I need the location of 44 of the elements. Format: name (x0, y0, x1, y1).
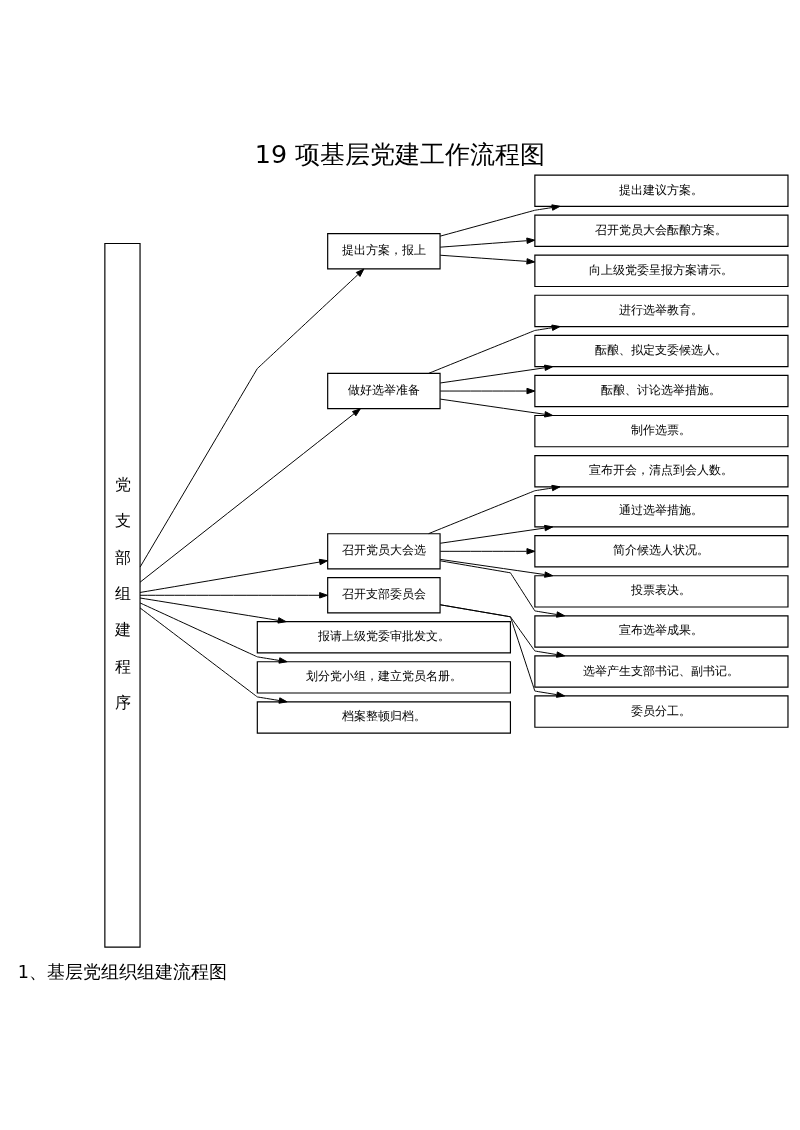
node-box: 召开党员大会选 (327, 533, 441, 570)
node-box: 宣布开会，清点到会人数。 (534, 454, 789, 488)
arrow (439, 524, 554, 544)
node-box: 进行选举教育。 (534, 294, 789, 328)
node-box: 酝酿、拟定支委候选人。 (534, 334, 789, 368)
node-box: 选举产生支部书记、副书记。 (534, 655, 789, 688)
node-box: 召开党员大会酝酿方案。 (534, 214, 789, 247)
arrow (439, 558, 554, 578)
node-box: 党支部组建程序 (104, 242, 141, 948)
node-box: 划分党小组，建立党员名册。 (256, 661, 511, 694)
node-box: 委员分工。 (534, 695, 789, 728)
node-box: 提出建议方案。 (534, 174, 789, 207)
arrow (428, 484, 561, 535)
node-box: 投票表决。 (534, 575, 789, 608)
node-box: 简介候选人状况。 (534, 535, 789, 568)
node-box: 提出方案，报上 (327, 233, 441, 270)
arrow (139, 597, 287, 624)
label: 1、基层党组织组建流程图 (17, 961, 228, 982)
node-box: 报请上级党委审批发文。 (256, 621, 511, 654)
arrow (139, 607, 288, 704)
node-box: 档案整顿归档。 (256, 701, 511, 734)
arrow (139, 268, 365, 568)
arrow (139, 558, 328, 593)
node-box: 制作选票。 (534, 414, 789, 448)
node-box: 酝酿、讨论选举措施。 (534, 374, 789, 408)
arrow (139, 602, 288, 664)
arrow (139, 592, 328, 599)
arrow (439, 364, 554, 384)
diagram-title: 19 项基层党建工作流程图 (254, 139, 546, 170)
arrow (439, 204, 561, 237)
arrow (139, 408, 361, 583)
arrow (439, 387, 536, 395)
arrow (439, 604, 566, 698)
node-box: 宣布选举成果。 (534, 615, 789, 648)
node-box: 通过选举措施。 (534, 495, 789, 528)
arrow (428, 324, 561, 374)
arrow (439, 548, 536, 555)
arrow (439, 560, 566, 618)
arrow (439, 398, 554, 418)
node-box: 向上级党委呈报方案请示。 (534, 254, 789, 288)
arrow (439, 237, 536, 248)
arrow (439, 254, 536, 265)
node-box: 召开支部委员会 (327, 577, 441, 614)
node-box: 做好选举准备 (327, 372, 441, 410)
